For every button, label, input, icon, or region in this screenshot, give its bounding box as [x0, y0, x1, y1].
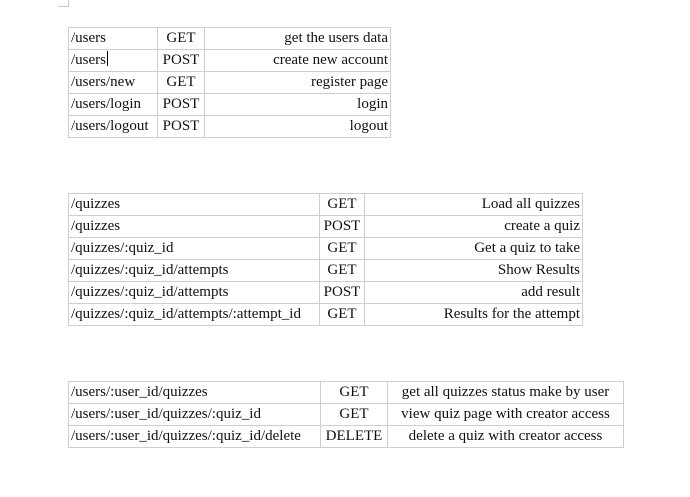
http-method-cell[interactable]: GET — [319, 237, 365, 260]
route-path-cell[interactable]: /users/login — [68, 93, 158, 116]
table-row: /quizzes/:quiz_id/attempts/:attempt_id G… — [68, 303, 583, 326]
table-row: /users/:user_id/quizzes/:quiz_id/delete … — [68, 425, 624, 448]
route-description-cell[interactable]: get all quizzes status make by user — [387, 381, 624, 404]
table-row: /users/login POST login — [68, 93, 391, 116]
http-method-cell[interactable]: POST — [157, 115, 205, 138]
http-method-cell[interactable]: GET — [319, 193, 365, 216]
route-path-cell[interactable]: /users/:user_id/quizzes/:quiz_id/delete — [68, 425, 321, 448]
http-method-cell[interactable]: GET — [157, 27, 205, 50]
page-corner-marker — [58, 0, 69, 7]
route-path-cell[interactable]: /quizzes/:quiz_id/attempts — [68, 281, 320, 304]
table-row: /quizzes GET Load all quizzes — [68, 193, 583, 216]
http-method-cell[interactable]: POST — [319, 215, 365, 238]
route-description-cell[interactable]: Load all quizzes — [364, 193, 583, 216]
users-routes-table: /users GET get the users data /users POS… — [68, 27, 391, 138]
route-description-cell[interactable]: logout — [204, 115, 391, 138]
route-path-cell[interactable]: /users/:user_id/quizzes/:quiz_id — [68, 403, 321, 426]
route-description-cell[interactable]: add result — [364, 281, 583, 304]
route-path-cell[interactable]: /users/new — [68, 71, 158, 94]
http-method-cell[interactable]: GET — [157, 71, 205, 94]
route-description-cell[interactable]: login — [204, 93, 391, 116]
route-description-cell[interactable]: register page — [204, 71, 391, 94]
route-path-cell[interactable]: /users/logout — [68, 115, 158, 138]
table-row: /users/:user_id/quizzes/:quiz_id GET vie… — [68, 403, 624, 426]
route-description-cell[interactable]: create a quiz — [364, 215, 583, 238]
http-method-cell[interactable]: POST — [157, 49, 205, 72]
http-method-cell[interactable]: POST — [157, 93, 205, 116]
route-path-cell[interactable]: /quizzes — [68, 215, 320, 238]
http-method-cell[interactable]: POST — [319, 281, 365, 304]
route-description-cell[interactable]: Results for the attempt — [364, 303, 583, 326]
http-method-cell[interactable]: GET — [319, 259, 365, 282]
route-description-cell[interactable]: create new account — [204, 49, 391, 72]
route-path-cell[interactable]: /users — [68, 27, 158, 50]
table-row: /quizzes POST create a quiz — [68, 215, 583, 238]
route-path-cell[interactable]: /quizzes/:quiz_id/attempts/:attempt_id — [68, 303, 320, 326]
route-path-cell[interactable]: /quizzes/:quiz_id — [68, 237, 320, 260]
route-path-cell[interactable]: /quizzes/:quiz_id/attempts — [68, 259, 320, 282]
table-row: /quizzes/:quiz_id GET Get a quiz to take — [68, 237, 583, 260]
table-row: /quizzes/:quiz_id/attempts GET Show Resu… — [68, 259, 583, 282]
route-path-cell[interactable]: /users/:user_id/quizzes — [68, 381, 321, 404]
route-path-cell[interactable]: /users — [68, 49, 158, 72]
route-description-cell[interactable]: Show Results — [364, 259, 583, 282]
http-method-cell[interactable]: GET — [319, 303, 365, 326]
user-quizzes-routes-table: /users/:user_id/quizzes GET get all quiz… — [68, 381, 624, 448]
table-row: /quizzes/:quiz_id/attempts POST add resu… — [68, 281, 583, 304]
http-method-cell[interactable]: DELETE — [320, 425, 388, 448]
route-description-cell[interactable]: view quiz page with creator access — [387, 403, 624, 426]
quizzes-routes-table: /quizzes GET Load all quizzes /quizzes P… — [68, 193, 583, 326]
route-path-cell[interactable]: /quizzes — [68, 193, 320, 216]
table-row: /users/:user_id/quizzes GET get all quiz… — [68, 381, 624, 404]
table-row: /users/new GET register page — [68, 71, 391, 94]
table-row: /users GET get the users data — [68, 27, 391, 50]
http-method-cell[interactable]: GET — [320, 403, 388, 426]
text-cursor — [107, 51, 108, 66]
table-row: /users POST create new account — [68, 49, 391, 72]
table-row: /users/logout POST logout — [68, 115, 391, 138]
route-description-cell[interactable]: get the users data — [204, 27, 391, 50]
http-method-cell[interactable]: GET — [320, 381, 388, 404]
route-description-cell[interactable]: Get a quiz to take — [364, 237, 583, 260]
route-path-text: /users — [71, 52, 106, 68]
route-description-cell[interactable]: delete a quiz with creator access — [387, 425, 624, 448]
